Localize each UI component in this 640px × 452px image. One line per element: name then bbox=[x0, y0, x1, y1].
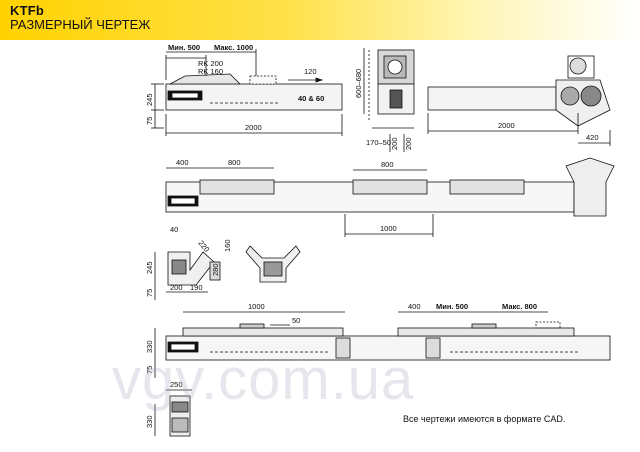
inlet-flange bbox=[249, 75, 277, 85]
small-section-core bbox=[171, 401, 189, 413]
dim-245-section: 245 bbox=[145, 261, 154, 274]
product-title: KTFb bbox=[10, 3, 45, 18]
title-banner: KTFb РАЗМЕРНЫЙ ЧЕРТЕЖ bbox=[0, 0, 640, 40]
inlet-flange bbox=[239, 323, 265, 329]
inlet-flange bbox=[471, 323, 497, 329]
drawing-subtitle: РАЗМЕРНЫЙ ЧЕРТЕЖ bbox=[10, 17, 151, 32]
dim-245: 245 bbox=[145, 93, 154, 106]
dim-2000: 2000 bbox=[245, 123, 262, 132]
inlet-2 bbox=[352, 179, 428, 195]
dim-50: 50 bbox=[292, 316, 300, 325]
dim-220: 220 bbox=[196, 239, 211, 254]
dim-max-1000: Макс. 1000 bbox=[214, 43, 253, 52]
dim-250: 250 bbox=[170, 380, 183, 389]
dim-200-section: 200 bbox=[170, 283, 183, 292]
drive-end-slot bbox=[170, 197, 196, 205]
dim-800-plan-a: 800 bbox=[228, 158, 241, 167]
dim-200-b: 200 bbox=[404, 137, 413, 150]
inlet-1 bbox=[199, 179, 275, 195]
label-rk160: RK 160 bbox=[198, 67, 223, 76]
dim-min-500-lower: Мин. 500 bbox=[436, 302, 468, 311]
dim-40: 40 bbox=[170, 225, 178, 234]
dim-600-680: 600–680 bbox=[354, 69, 363, 98]
dim-400-plan: 400 bbox=[176, 158, 189, 167]
drive-wheel-icon bbox=[580, 85, 602, 107]
dim-max-800: Макс. 800 bbox=[502, 302, 537, 311]
yellow-band bbox=[0, 0, 640, 40]
drive-end-slot bbox=[170, 343, 196, 351]
section-a-plate bbox=[209, 261, 221, 281]
dim-2000-discharge: 2000 bbox=[498, 121, 515, 130]
dim-1000-plan: 1000 bbox=[380, 224, 397, 233]
dim-400-lower: 400 bbox=[408, 302, 421, 311]
label-40-60: 40 & 60 bbox=[298, 94, 324, 103]
max-inlet-flange bbox=[535, 321, 561, 329]
dim-280: 280 bbox=[211, 263, 220, 276]
joint-flange bbox=[335, 337, 351, 359]
dim-330-lower: 330 bbox=[145, 340, 154, 353]
dim-190: 190 bbox=[190, 283, 203, 292]
end-view bbox=[363, 48, 415, 152]
arrow-icon bbox=[315, 77, 324, 83]
dim-75: 75 bbox=[145, 117, 154, 125]
dim-120: 120 bbox=[304, 67, 317, 76]
section-b-core bbox=[263, 261, 283, 277]
trough-hood bbox=[169, 73, 241, 85]
joint-flange bbox=[425, 337, 441, 359]
motor-shaft-icon bbox=[387, 59, 403, 75]
long-trough bbox=[165, 335, 611, 361]
dim-170-50: 170–50 bbox=[366, 138, 391, 147]
plan-view bbox=[165, 157, 615, 237]
dim-160: 160 bbox=[223, 239, 232, 252]
label-rk200: RK 200 bbox=[198, 59, 223, 68]
small-section-base bbox=[171, 417, 189, 433]
drive-end-slot bbox=[171, 92, 199, 99]
dim-1000-lower: 1000 bbox=[248, 302, 265, 311]
section-a-core bbox=[171, 259, 187, 275]
cover-2 bbox=[397, 327, 575, 337]
inlet-3 bbox=[449, 179, 525, 195]
watermark: vgv.com.ua bbox=[112, 347, 415, 412]
dim-330-small: 330 bbox=[145, 415, 154, 428]
discharge-head bbox=[565, 157, 615, 217]
dim-420: 420 bbox=[586, 133, 599, 142]
dim-800-plan-b: 800 bbox=[381, 160, 394, 169]
gear-cover bbox=[567, 55, 595, 79]
dim-75-section: 75 bbox=[145, 289, 154, 297]
drive-wheel-icon bbox=[560, 86, 580, 106]
lower-view bbox=[154, 311, 611, 437]
conveyor-body bbox=[427, 86, 557, 111]
top-gear-icon bbox=[569, 57, 587, 75]
section-views bbox=[154, 245, 301, 300]
dim-min-500: Мин. 500 bbox=[168, 43, 200, 52]
cover-1 bbox=[182, 327, 344, 337]
discharge-view bbox=[427, 55, 611, 146]
dim-75-lower: 75 bbox=[145, 366, 154, 374]
side-view bbox=[151, 49, 343, 136]
cad-note: Все чертежи имеются в формате CAD. bbox=[403, 414, 566, 424]
dimension-labels: Мин. 500 Макс. 1000 RK 200 RK 160 120 40… bbox=[145, 43, 599, 428]
dim-200-a: 200 bbox=[390, 137, 399, 150]
end-opening bbox=[389, 89, 403, 109]
